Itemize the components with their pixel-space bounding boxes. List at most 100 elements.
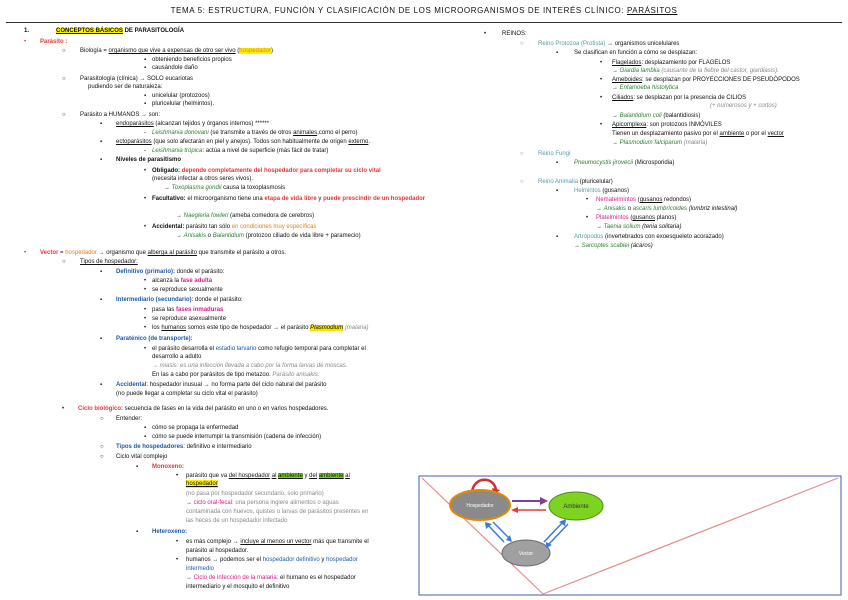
bullet-dot: • [144,278,147,284]
bullet-dot: • [24,250,27,256]
parasito-humanos: Parásito a HUMANOS → son: [80,112,161,118]
bullet-dot: • [600,122,603,128]
bullet-square: ▪ [100,297,103,303]
bullet-square: ▪ [556,160,559,166]
helmintos: Helmintos (gusanos) [574,188,630,194]
vector-label: Vector [519,551,534,557]
ambiente-node [548,491,604,521]
ciliados: Ciliados: se desplazan por la presencia … [612,95,747,101]
section-number: 1. [24,28,30,34]
int-item: pasa las fases inmaduras [152,307,224,313]
intermediario: Intermediario (secundario): donde el par… [116,297,243,303]
bullet-square: ▪ [556,50,559,56]
diagram-v-left [421,477,544,595]
arrow-vector-hosp [487,524,505,543]
par-item-cont: desarrollo a adulto [152,354,202,360]
bullet-square: ▪ [100,139,103,145]
tipos-hospedadores: Tipos de hospedadores: definitivo e inte… [116,444,252,450]
bullet-circle: ○ [62,259,66,265]
anisakis-ascaris: → Anisakis o ascaris lumbricoides (lombr… [596,206,738,212]
parasito-heading: Parásito : [40,39,68,45]
bullet-dot: • [144,346,147,352]
title-divider [6,22,842,23]
hospedador-node [449,489,511,521]
par-item: el parásito desarrolla el estadio larvar… [152,346,366,352]
bullet-dot: • [144,196,147,202]
bullet-square: ▪ [100,121,103,127]
apicomplexa-desc: Tienen un desplazamiento pasivo por el a… [612,131,784,137]
entamoeba: → Entamoeba histolytica [612,85,679,91]
ciclo-vital-complejo: Ciclo vital complejo [116,454,168,460]
vector-def: Vector = hospedador → organismo que albe… [40,250,287,256]
accidental-host: Accidental: hospedador inusual → no form… [116,382,327,388]
ameboides: Ameboides: se desplazan por PROYECCIONES… [612,77,800,83]
miasis-note-2: En las a cabo por parásitos de tipo meta… [152,372,320,378]
het-malaria: → Ciclo de infección de la malaria: el h… [186,575,356,581]
obligado-cont: (necesita infectar a otros seres vivos). [152,176,254,182]
bullet-square: ▪ [100,336,103,342]
mono-item: parásito que va del hospedador al ambien… [186,473,350,479]
bullet-dash: - [144,130,146,136]
niveles-heading: Niveles de parasitismo [116,157,182,163]
pc-item: pluricelular (helmintos). [152,101,215,107]
leishmania-donovani: Leishmania donovani (se transmite a trav… [152,130,358,136]
reino-protozoa: Reino Protozoa (Protista) → organismos u… [538,41,680,47]
reino-fungi: Reino Fungi [538,151,571,157]
bullet-square: ▪ [556,188,559,194]
bullet-dot: • [600,95,603,101]
bullet-dot: • [586,215,589,221]
bullet-square: ▪ [136,464,139,470]
bullet-dot: • [586,197,589,203]
page-title: TEMA 5: ESTRUCTURA, FUNCIÓN Y CLASIFICAC… [170,6,678,15]
mono-note: (no pasa por hospedador secundario, solo… [186,491,324,497]
bullet-dot: • [144,287,147,293]
hospedador-label: Hospedador [466,503,494,509]
bullet-circle: ○ [100,444,104,450]
bullet-dot: • [144,224,147,230]
bio-item: causándole daño [152,65,198,71]
bullet-dot: • [144,307,147,313]
mono-oral-fecal-cont: las heces de un hospedador infectado [186,518,288,524]
int-item: se reproduce asexualmente [152,316,227,322]
ciclo-biologico: Ciclo biológico: secuencia de fases en l… [78,406,329,412]
accidental: Accidental: parásito tan sólo en condici… [152,224,317,230]
het-item: es más complejo → incluye al menos un ve… [186,539,369,545]
arrow-vector-hosp-head [485,522,492,529]
monoxeno: Monoxeno: [152,464,184,470]
arrow-to-ambiente-head [540,497,548,505]
endoparasitos: endoparásitos (alcanzan tejidos y órgano… [116,121,270,127]
bullet-square: ▪ [136,529,139,535]
tipos-hospedador: Tipos de hospedador: [80,259,138,265]
bullet-dot: • [600,77,603,83]
bullet-dot: • [600,60,603,66]
arrow-to-hospedador-head [511,507,518,513]
bullet-square: ▪ [100,269,103,275]
ambiente-label: Ambiente [563,504,589,510]
het-item-cont: parásito al hospedador. [186,548,249,554]
bullet-circle: ○ [62,76,66,82]
nematelmintos: Nematelmintos (gusanos redondos) [596,197,692,203]
bullet-square: ▪ [556,234,559,240]
flagelados: Flagelados: desplazamiento por FLAGELOS [612,60,731,66]
bullet-dot: • [176,473,179,479]
het-item-cont: intermedio [186,566,215,572]
bullet-square: ▪ [144,65,147,71]
bullet-square: ▪ [144,93,147,99]
bullet-square: ▪ [144,57,147,63]
bullet-circle: ○ [520,179,524,185]
bio-item: obteniendo beneficios propios [152,57,232,63]
miasis-note: → miasis: es una infección llevada a cab… [152,363,348,369]
bullet-dot: • [484,31,487,37]
bullet-dot: • [144,168,147,174]
reino-animalia: Reino Animalia (pluricelular) [538,179,613,185]
bullet-circle: ○ [520,41,524,47]
anisakis: → Anisakis o Balantidium (protozoo cilia… [176,233,361,239]
diagram-v-right [542,477,839,595]
bullet-dot: • [144,316,147,322]
vector-node [501,539,551,567]
parasitologia-def: Parasitología (clínica) → SOLO eucariota… [80,76,194,82]
ciliados-note: (+ numerosos y + cortos) [710,103,777,109]
ciclo-diagram: Hospedador Ambiente Vector [418,475,842,596]
arrow-ambiente-vector [548,523,569,545]
bullet-square: ▪ [144,434,147,440]
